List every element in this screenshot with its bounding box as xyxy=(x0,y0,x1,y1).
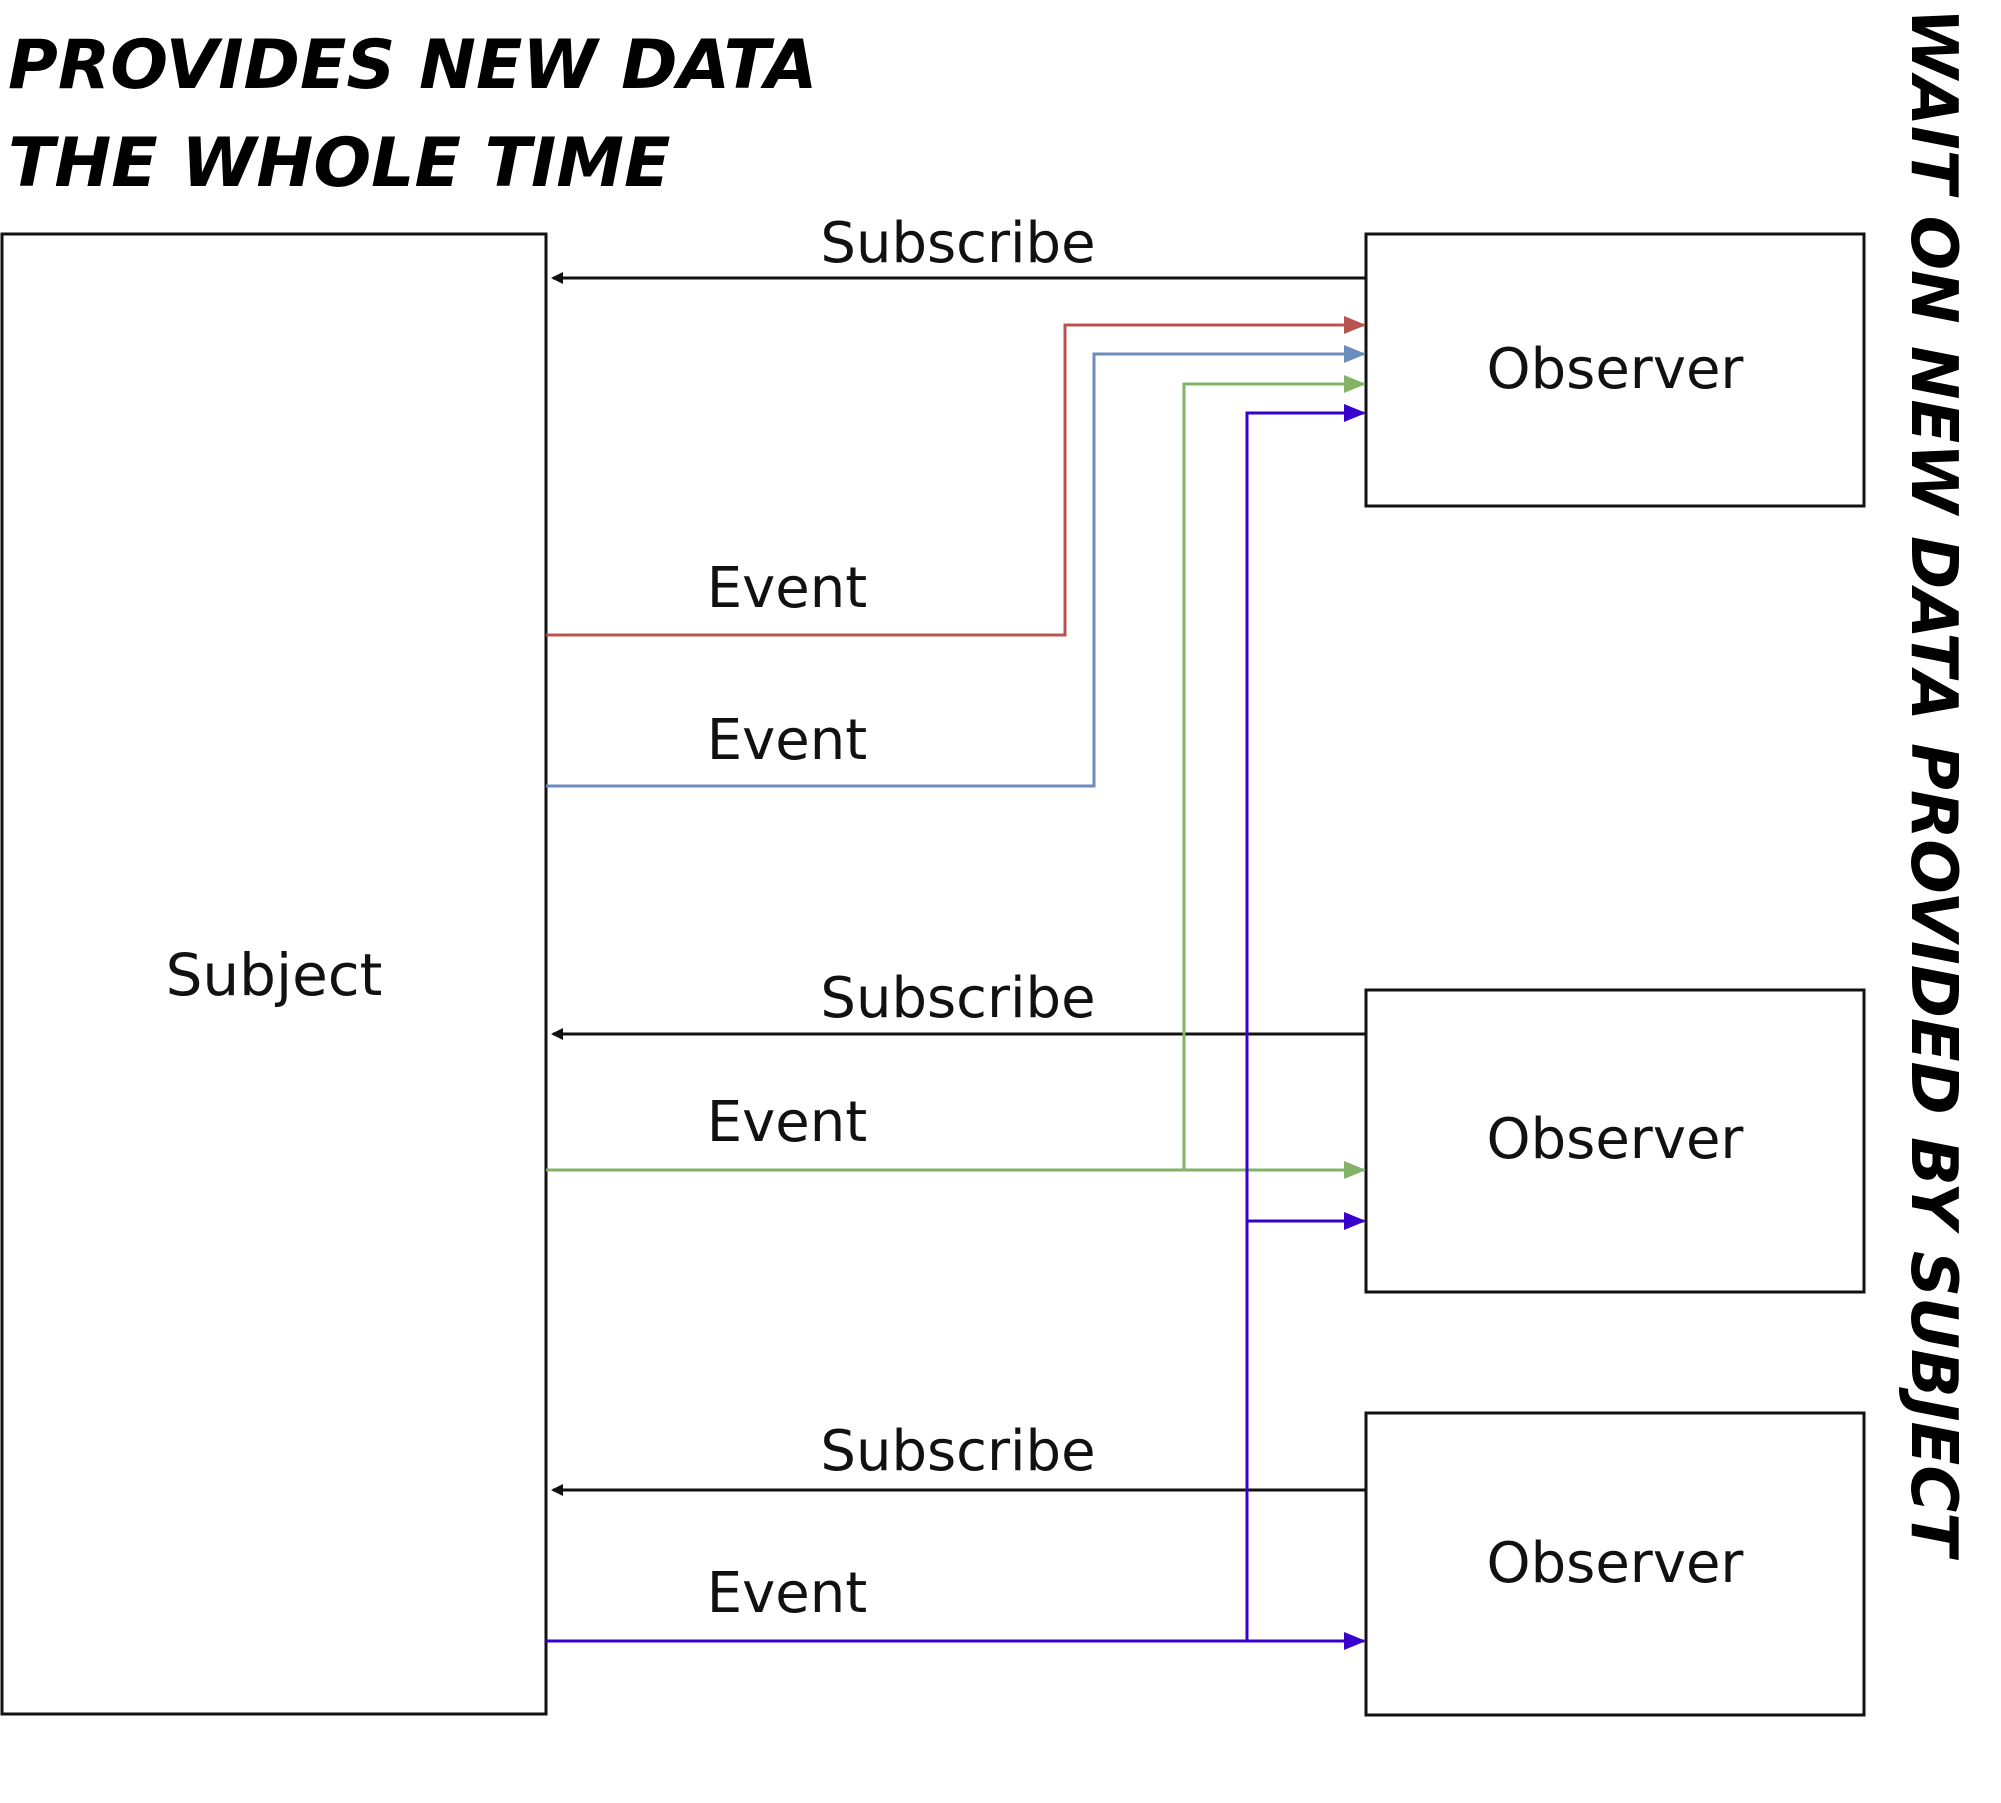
observer-label-1: Observer xyxy=(1487,337,1745,402)
subscribe-label-1: Subscribe xyxy=(820,211,1095,276)
event-arrow-green-to-observer-1 xyxy=(1182,375,1366,1170)
observer-box-3 xyxy=(1364,1411,1866,1717)
event-label-2: Event xyxy=(707,708,867,773)
heading-right-vertical: WAIT ON NEW DATA PROVIDED BY SUBJECT xyxy=(1896,8,1970,1560)
event-arrow-purple-to-observer-1 xyxy=(1245,404,1366,1221)
event-label-3: Event xyxy=(707,1090,867,1155)
subscribe-label-3: Subscribe xyxy=(820,1419,1095,1484)
observer-label-3: Observer xyxy=(1487,1531,1745,1596)
event-label-1: Event xyxy=(707,556,867,621)
observer-box-2 xyxy=(1364,988,1866,1294)
heading-left-line1: PROVIDES NEW DATA xyxy=(8,26,817,105)
subscribe-label-2: Subscribe xyxy=(820,966,1095,1031)
event-arrow-blue xyxy=(546,345,1366,788)
heading-left-line2: THE WHOLE TIME xyxy=(8,124,670,203)
event-arrow-red xyxy=(546,316,1366,637)
event-label-4: Event xyxy=(707,1561,867,1626)
observer-box-1 xyxy=(1364,232,1866,508)
event-arrow-purple-to-observer-2 xyxy=(1245,1212,1366,1641)
subject-label: Subject xyxy=(166,941,383,1009)
subject-box xyxy=(0,232,548,1716)
observer-label-2: Observer xyxy=(1487,1107,1745,1172)
